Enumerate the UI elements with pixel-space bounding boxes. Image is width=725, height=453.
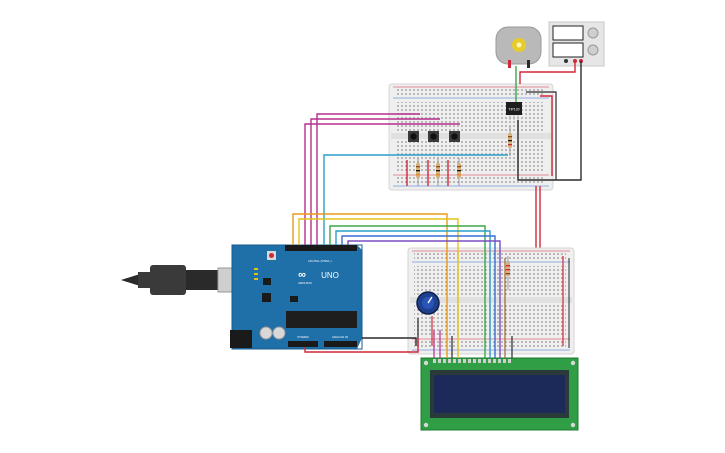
motor-supply-wires (515, 61, 582, 258)
arduino-uno: DIGITAL (PWM~) ∞ UNO ARDUINO POWER ANALO… (121, 244, 363, 350)
usb-cable (121, 265, 247, 295)
resistor-backlight (506, 256, 510, 290)
lcd-pin (448, 359, 451, 363)
lcd-jumpers (433, 258, 513, 358)
lcd-pin (473, 359, 476, 363)
resistor-base (508, 126, 512, 156)
wires-arduino-to-buttons (304, 113, 508, 245)
lcd-pin (483, 359, 486, 363)
transistor: TIP120 (506, 102, 522, 120)
lcd-pin (433, 359, 436, 363)
lcd-pin (443, 359, 446, 363)
lcd-pin (458, 359, 461, 363)
power-supply (548, 21, 605, 67)
dc-motor (495, 26, 542, 68)
microcontroller-chip (286, 311, 357, 328)
power-label: POWER (297, 335, 309, 339)
resistor-button-3 (457, 158, 461, 186)
lcd-pin (493, 359, 496, 363)
digital-label: DIGITAL (PWM~) (308, 259, 331, 263)
lcd-pin-header (433, 359, 511, 363)
arduino-logo: ∞ (298, 269, 306, 281)
pushbutton-3[interactable] (449, 131, 460, 142)
wires-arduino-to-lcd (292, 213, 501, 358)
lcd-pin (508, 359, 511, 363)
rail-jumpers-top (406, 160, 449, 186)
lcd-pin (463, 359, 466, 363)
brand-label: ARDUINO (298, 281, 313, 285)
wires-arduino-power (304, 337, 419, 353)
pushbutton-1[interactable] (408, 131, 419, 142)
lcd-pin (498, 359, 501, 363)
lcd-pin (438, 359, 441, 363)
lcd-pin (488, 359, 491, 363)
resistor-button-1 (416, 158, 420, 186)
potentiometer[interactable] (416, 291, 440, 315)
lcd-pin (468, 359, 471, 363)
lcd-pin (503, 359, 506, 363)
lcd-display (420, 357, 579, 431)
lcd-pin (453, 359, 456, 363)
transistor-label: TIP120 (509, 108, 520, 112)
lcd-pin (478, 359, 481, 363)
pushbutton-2[interactable] (428, 131, 439, 142)
board-name: UNO (321, 271, 339, 280)
analog-label: ANALOG IN (332, 335, 348, 339)
resistor-button-2 (436, 158, 440, 186)
